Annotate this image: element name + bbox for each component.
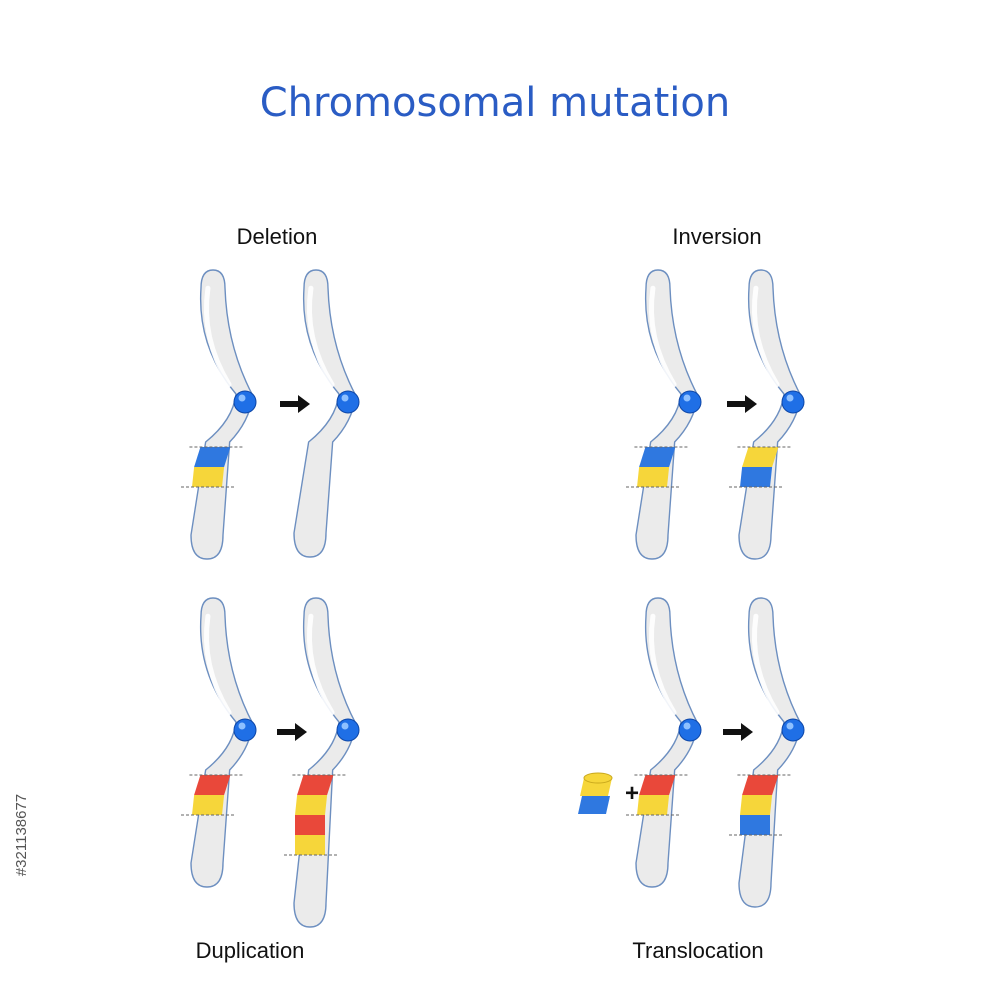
duplication-before-chromosome <box>181 597 257 888</box>
centromere-shine <box>683 394 691 402</box>
chromosome-highlight <box>751 285 780 388</box>
label-translocation: Translocation <box>632 938 763 963</box>
chromosome-outline <box>635 597 699 888</box>
chromosome-highlight <box>306 613 335 716</box>
centromere-shine <box>683 722 691 730</box>
band-yellow <box>740 795 773 815</box>
centromere <box>678 718 702 742</box>
band-yellow <box>192 467 225 487</box>
chromosome-outline <box>190 597 254 888</box>
band-yellow <box>295 835 325 855</box>
fragment-top <box>583 772 613 784</box>
band-yellow <box>295 795 328 815</box>
stock-id-label: #321138677 <box>13 794 30 876</box>
label-duplication: Duplication <box>196 938 305 963</box>
centromere <box>336 390 360 414</box>
arrow-icon <box>723 723 753 741</box>
deletion-before-chromosome <box>181 269 257 560</box>
chromosome-highlight <box>203 613 232 716</box>
translocated-fragment <box>578 772 613 814</box>
chromosome-outline <box>738 269 802 560</box>
inversion-after-chromosome <box>729 269 805 560</box>
plus-sign: + <box>625 780 639 807</box>
centromere <box>781 718 805 742</box>
centromere <box>781 390 805 414</box>
inversion-before-chromosome <box>626 269 702 560</box>
diagram-title: Chromosomal mutation <box>260 80 731 126</box>
chromosome-highlight <box>751 613 780 716</box>
band-red <box>295 815 325 835</box>
band-red <box>297 775 334 795</box>
band-yellow <box>192 795 225 815</box>
chromosome-highlight <box>648 613 677 716</box>
band-red <box>194 775 231 795</box>
label-deletion: Deletion <box>237 224 318 249</box>
centromere <box>678 390 702 414</box>
band-blue <box>740 467 773 487</box>
band-red <box>742 775 779 795</box>
arrow-icon <box>280 395 310 413</box>
label-inversion: Inversion <box>672 224 761 249</box>
arrow-icon <box>277 723 307 741</box>
band-red <box>639 775 676 795</box>
centromere-shine <box>786 394 794 402</box>
band-blue <box>194 447 231 467</box>
band-yellow <box>742 447 779 467</box>
centromere-shine <box>786 722 794 730</box>
centromere-shine <box>341 722 349 730</box>
deletion-after-chromosome <box>293 269 360 558</box>
translocation-after-chromosome <box>729 597 805 908</box>
band-blue <box>740 815 770 835</box>
centromere-shine <box>238 394 246 402</box>
translocation-before-chromosome <box>626 597 702 888</box>
band-yellow <box>637 795 670 815</box>
band-yellow <box>637 467 670 487</box>
chromosome-outline <box>293 269 357 558</box>
chromosome-outline <box>738 597 802 908</box>
centromere <box>233 718 257 742</box>
centromere <box>233 390 257 414</box>
centromere-shine <box>341 394 349 402</box>
chromosome-highlight <box>203 285 232 388</box>
chromosome-outline <box>190 269 254 560</box>
band-blue <box>639 447 676 467</box>
chromosome-outline <box>293 597 357 928</box>
chromosome-outline <box>635 269 699 560</box>
chromosome-highlight <box>306 285 335 388</box>
duplication-after-chromosome <box>284 597 360 928</box>
centromere <box>336 718 360 742</box>
arrow-icon <box>727 395 757 413</box>
centromere-shine <box>238 722 246 730</box>
chromosome-highlight <box>648 285 677 388</box>
fragment-band-blue <box>578 796 610 814</box>
